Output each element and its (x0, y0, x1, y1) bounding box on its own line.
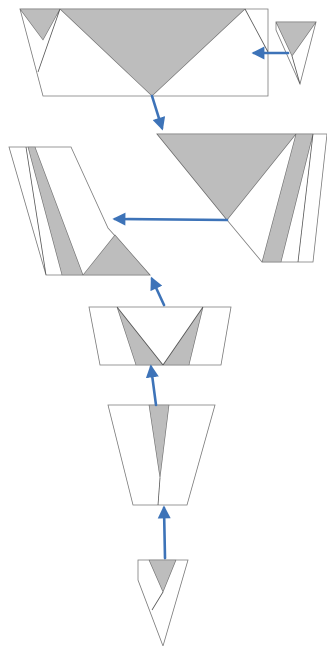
stage-wide-trapezoid (20, 9, 268, 96)
stage-slit-trapezoid (108, 405, 215, 505)
stage-v-notch-trapezoid (89, 307, 231, 365)
arrow-5-to-6 (152, 96, 162, 128)
arrow-1-to-2 (164, 508, 165, 558)
arrow-4-to-5 (115, 219, 227, 220)
arrow-2-to-3 (151, 367, 156, 405)
stage-large-notch-trapezoid (157, 134, 327, 262)
arrow-3-to-4 (152, 279, 164, 305)
stage-inverted-trapezoid (9, 147, 150, 275)
stage-small-triangle (138, 560, 188, 646)
